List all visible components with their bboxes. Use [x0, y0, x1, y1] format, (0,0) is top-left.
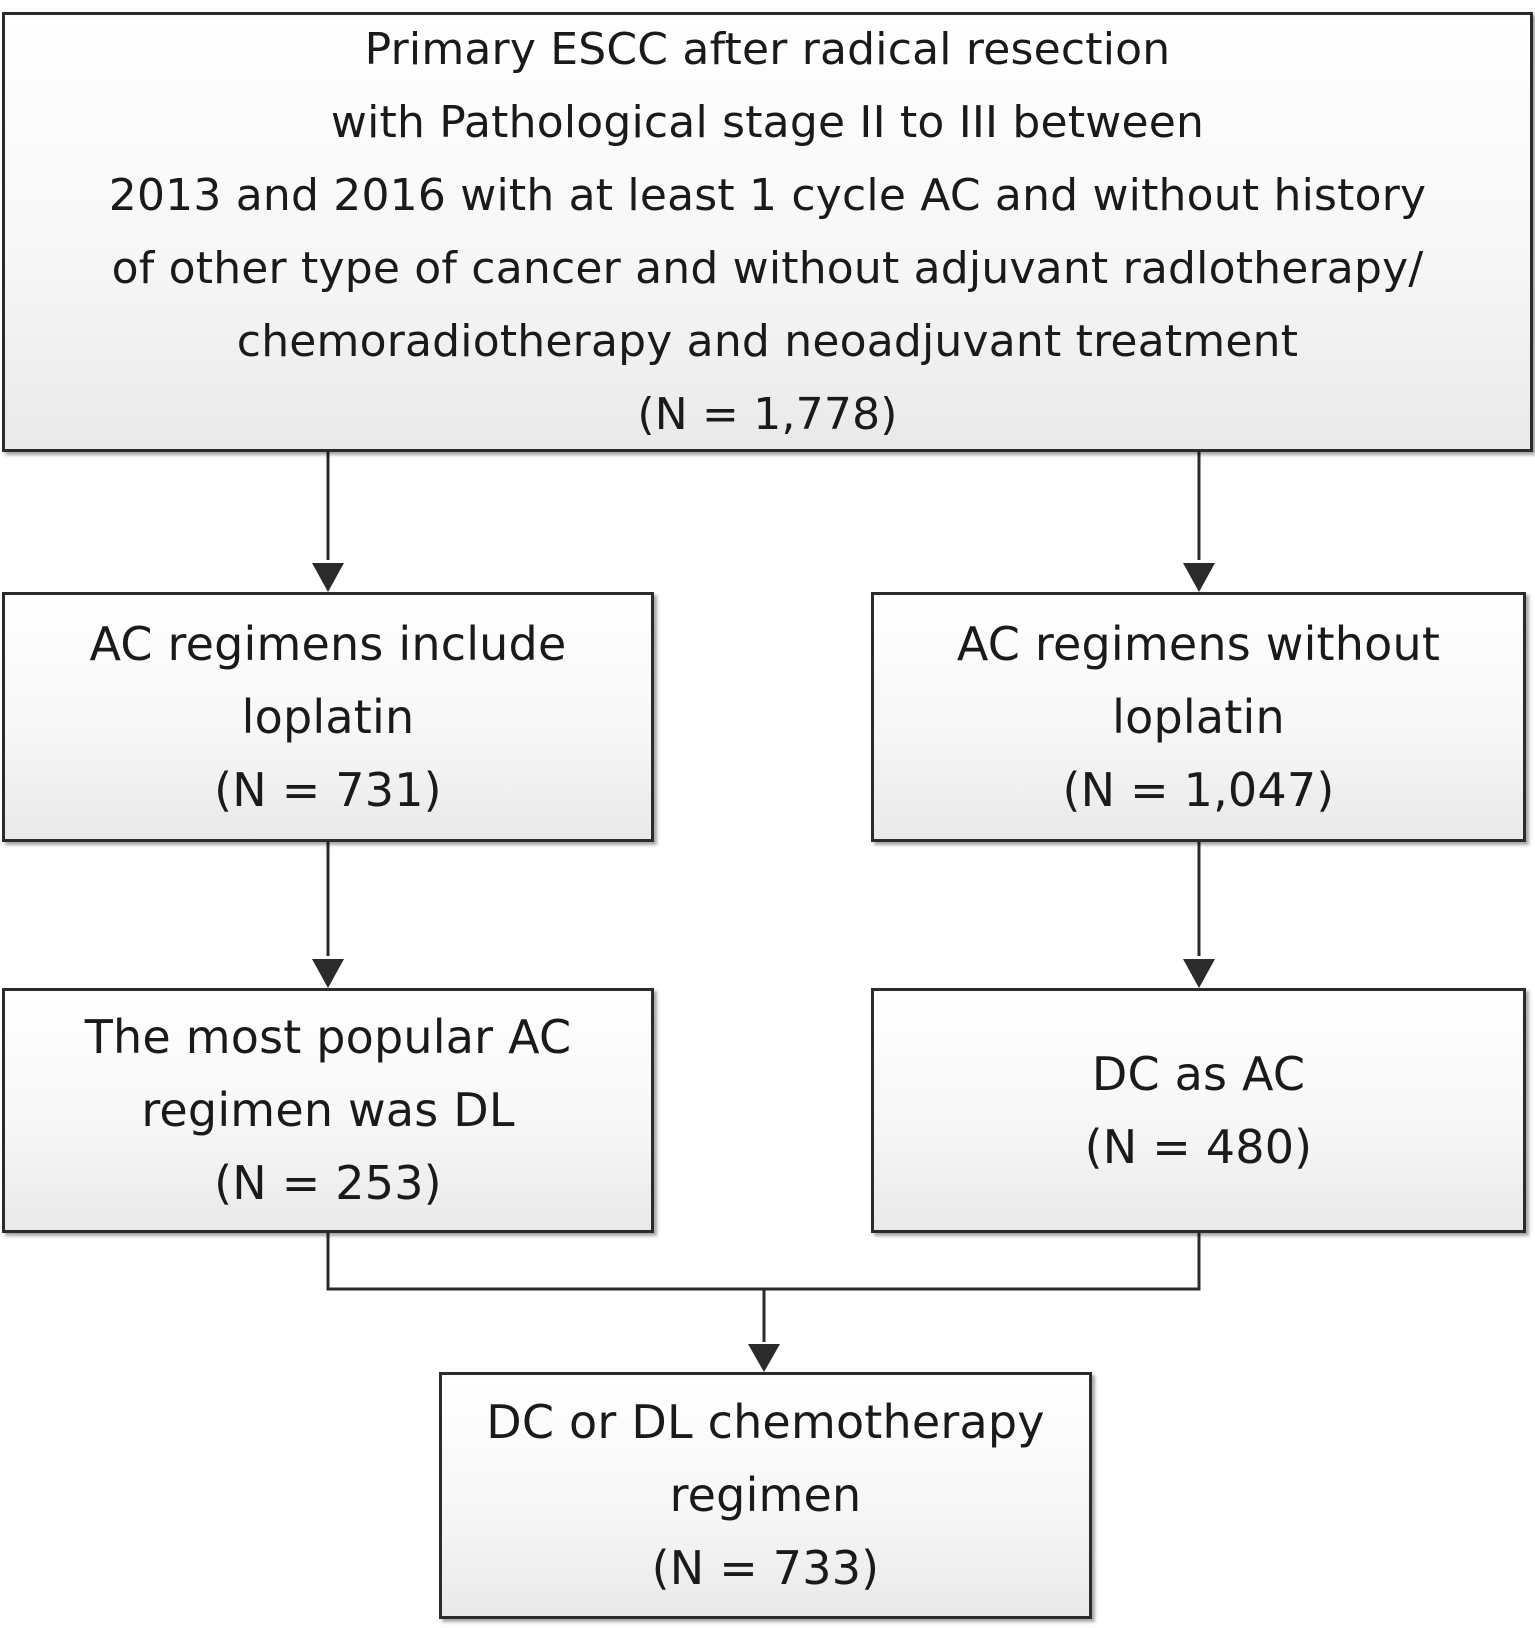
- box-text-line: loplatin: [241, 689, 415, 744]
- box-text-line: 2013 and 2016 with at least 1 cycle AC a…: [108, 170, 1427, 221]
- box-count: (N = 733): [651, 1541, 880, 1595]
- box-text-line: regimen was DL: [141, 1083, 515, 1137]
- box-count: (N = 1,778): [637, 389, 898, 440]
- arrowhead-right-2: [1183, 959, 1215, 988]
- box-count: (N = 731): [214, 762, 442, 817]
- box-count: (N = 1,047): [1062, 762, 1335, 817]
- box-text-line: of other type of cancer and without adju…: [111, 243, 1424, 294]
- box-text-line: DC as AC: [1091, 1046, 1306, 1101]
- arrowhead-left-1: [312, 563, 344, 592]
- box-count: (N = 253): [214, 1156, 442, 1210]
- box-text-line: The most popular AC: [84, 1010, 572, 1064]
- box-dl-regimen: The most popular AC regimen was DL (N = …: [2, 988, 654, 1233]
- box-dc-regimen: DC as AC (N = 480): [871, 988, 1526, 1233]
- box-text-line: with Pathological stage II to III betwee…: [330, 97, 1205, 148]
- box-text-line: chemoradiotherapy and neoadjuvant treatm…: [236, 316, 1299, 367]
- box-text-line: Primary ESCC after radical resection: [364, 24, 1171, 75]
- box-dc-or-dl-final: DC or DL chemotherapy regimen (N = 733): [439, 1372, 1092, 1619]
- box-ac-include-loplatin: AC regimens include loplatin (N = 731): [2, 592, 654, 842]
- arrowhead-left-2: [312, 959, 344, 988]
- arrowhead-right-1: [1183, 563, 1215, 592]
- box-text-line: loplatin: [1112, 689, 1285, 744]
- box-text-line: AC regimens without: [956, 616, 1441, 671]
- box-ac-without-loplatin: AC regimens without loplatin (N = 1,047): [871, 592, 1526, 842]
- arrowhead-bottom: [748, 1344, 780, 1372]
- box-text-line: DC or DL chemotherapy: [486, 1395, 1045, 1449]
- box-count: (N = 480): [1084, 1119, 1313, 1174]
- box-text-line: AC regimens include: [89, 616, 567, 671]
- box-text-line: regimen: [669, 1468, 862, 1522]
- box-eligible-population: Primary ESCC after radical resection wit…: [2, 12, 1533, 452]
